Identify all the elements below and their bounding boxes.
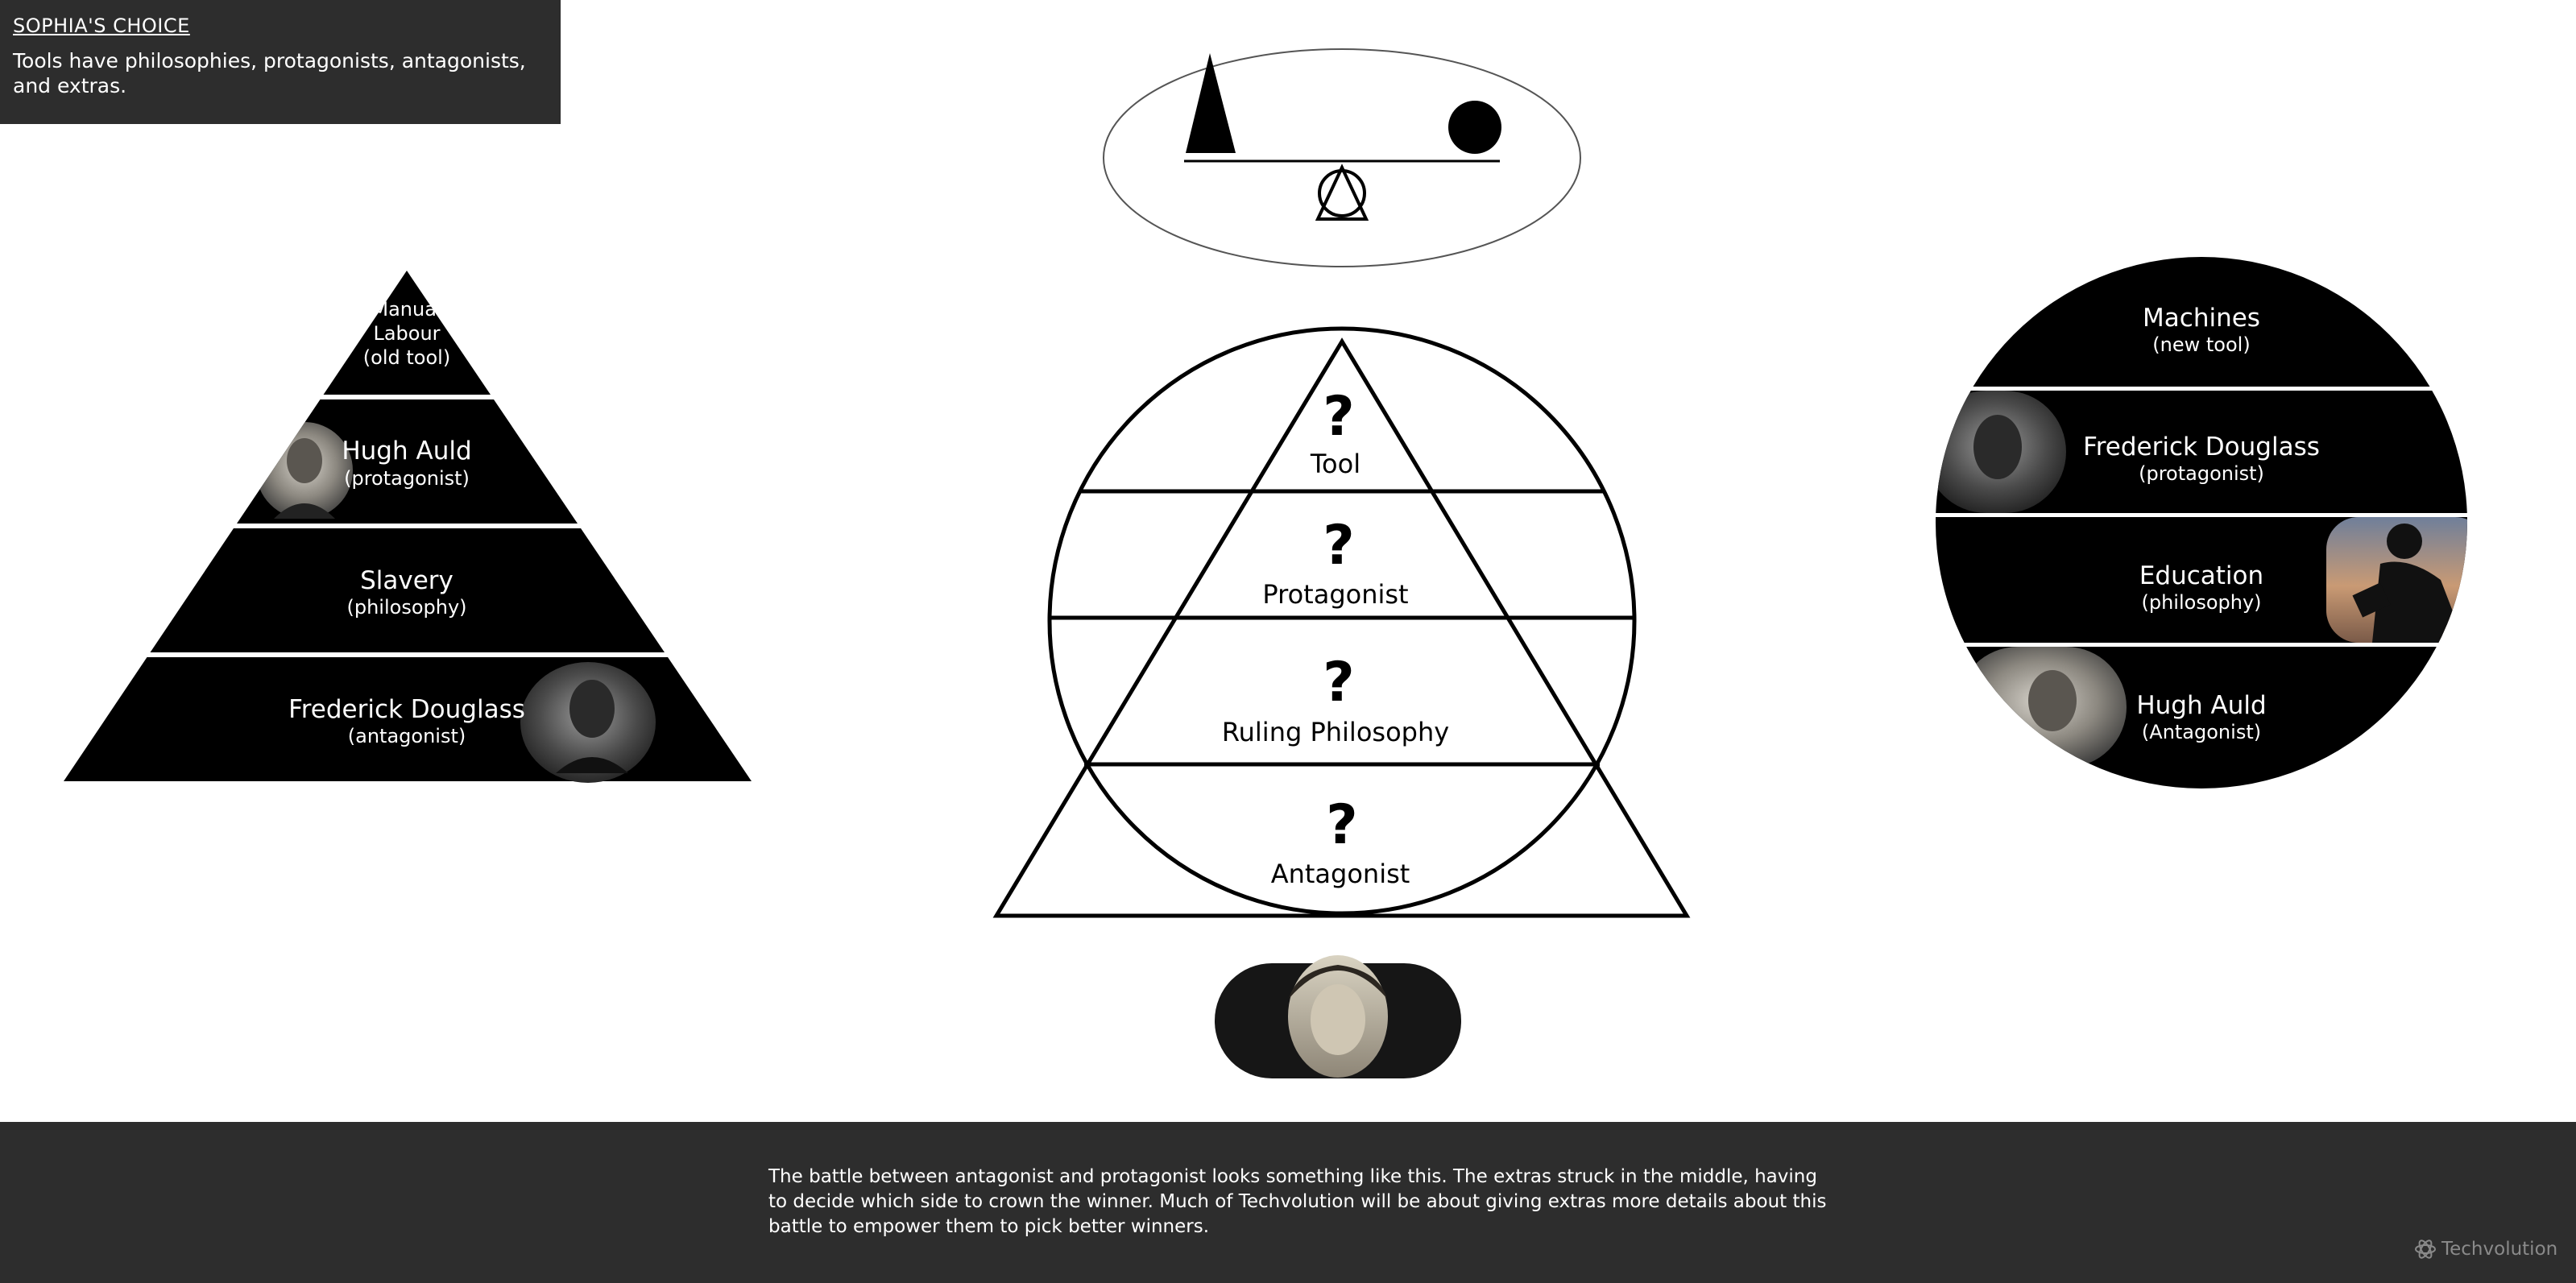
right-level-4-name: Hugh Auld: [2136, 691, 2266, 720]
right-circle: Machines (new tool) Frederick Douglass (…: [1933, 257, 2470, 788]
right-level-2-role: (protagonist): [2139, 462, 2264, 485]
circle-icon: [1448, 101, 1501, 154]
right-level-3-role: (philosophy): [2141, 591, 2261, 614]
right-level-2-name: Frederick Douglass: [2083, 432, 2320, 461]
frederick-douglass-portrait-right: [1936, 391, 2066, 513]
reading-child-image: [2326, 517, 2467, 643]
frederick-douglass-portrait-left: [520, 662, 656, 783]
left-pyramid: Manual Labour (old tool) Hugh Auld (prot…: [64, 271, 752, 783]
header-panel: SOPHIA'S CHOICE Tools have philosophies,…: [0, 0, 561, 124]
hugh-auld-portrait-right: [1957, 647, 2127, 768]
center-mark-4: ?: [1326, 793, 1357, 857]
balance-scale-icon: [1103, 48, 1581, 267]
center-mark-3: ?: [1323, 651, 1354, 714]
brand: Techvolution: [2414, 1238, 2557, 1260]
diagram-canvas: Manual Labour (old tool) Hugh Auld (prot…: [64, 48, 2470, 1078]
techvolution-logo-icon: [2415, 1240, 2436, 1259]
center-mark-2: ?: [1323, 514, 1354, 577]
left-level-2-name: Hugh Auld: [342, 437, 471, 466]
left-level-1-line-2: Labour: [373, 322, 440, 345]
triangle-icon: [1186, 53, 1236, 153]
center-mark-1: ?: [1323, 385, 1354, 449]
left-level-3-name: Slavery: [360, 566, 453, 595]
center-diagram: ? Tool ? Protagonist ? Ruling Philosophy…: [992, 326, 1691, 918]
hugh-auld-portrait: [256, 422, 353, 519]
footer-text: The battle between antagonist and protag…: [768, 1166, 1827, 1237]
right-level-1-name: Machines: [2143, 304, 2260, 333]
sophia-auld-portrait: [1215, 955, 1461, 1078]
center-level-tool: Tool: [1310, 449, 1360, 479]
left-level-4-name: Frederick Douglass: [288, 695, 525, 724]
left-level-1-line-3: (old tool): [363, 346, 450, 369]
right-level-1-role: (new tool): [2152, 333, 2250, 356]
center-level-antagonist: Antagonist: [1271, 859, 1410, 889]
page-title: SOPHIA'S CHOICE: [13, 14, 190, 37]
right-level-3-name: Education: [2139, 561, 2263, 590]
center-level-ruling-philosophy: Ruling Philosophy: [1222, 717, 1449, 747]
brand-name: Techvolution: [2441, 1239, 2558, 1260]
center-level-protagonist: Protagonist: [1262, 579, 1408, 610]
fulcrum-icon: [1315, 163, 1369, 221]
left-level-2-role: (protagonist): [344, 467, 470, 490]
left-level-3-role: (philosophy): [346, 596, 466, 619]
footer: The battle between antagonist and protag…: [0, 1122, 2576, 1283]
right-level-4-role: (Antagonist): [2142, 721, 2261, 743]
left-level-4-role: (antagonist): [348, 725, 466, 747]
page-subtitle: Tools have philosophies, protagonists, a…: [13, 49, 526, 97]
left-level-1-line-1: Manual: [371, 298, 441, 321]
